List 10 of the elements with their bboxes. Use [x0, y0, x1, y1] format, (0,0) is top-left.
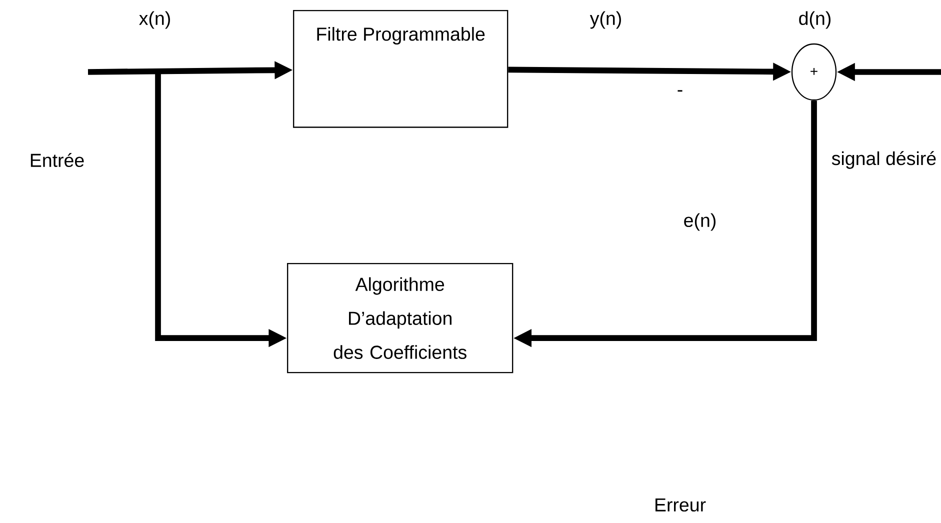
- summing-junction: +: [791, 43, 837, 101]
- algorithm-box: Algorithme D’adaptation des Coefficients: [287, 263, 514, 374]
- signal-label: Erreur: [656, 498, 706, 512]
- signal-label: signal désiré: [832, 151, 936, 169]
- signal-label: e(n): [684, 213, 716, 231]
- filter-box: Filtre Programmable: [293, 10, 508, 128]
- signal-label: Entrée: [30, 153, 84, 167]
- signal-label: y(n): [590, 11, 621, 29]
- signal-label: -: [678, 90, 682, 92]
- signal-label: x(n): [139, 11, 170, 29]
